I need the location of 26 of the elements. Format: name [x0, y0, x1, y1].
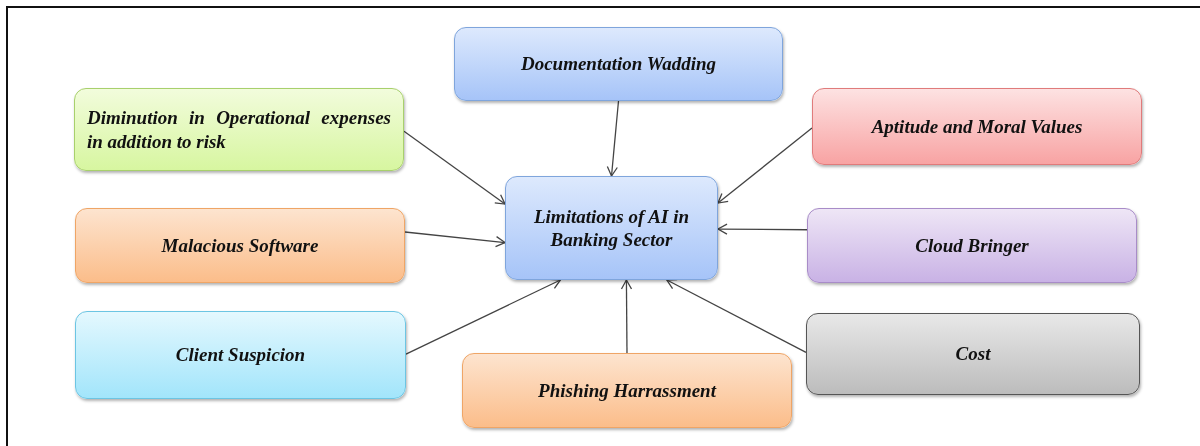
- box-label: Diminution in Operational expenses in addition to risk: [87, 106, 391, 153]
- rounded-box: [807, 208, 1137, 283]
- box-label: Documentation Wadding: [520, 52, 717, 76]
- arrow: [404, 231, 506, 248]
- rounded-box: [75, 311, 406, 399]
- box-label: Phishing Harrassment: [538, 378, 716, 403]
- rounded-box: [505, 176, 718, 280]
- box-label: Cloud Bringer: [915, 233, 1029, 258]
- box-label: Aptitude and Moral Values: [871, 114, 1083, 139]
- box-label: Limitations of AI in Banking Sector: [533, 204, 690, 252]
- arrow: [606, 100, 620, 177]
- arrow: [717, 127, 813, 204]
- rounded-box: [454, 27, 783, 101]
- arrow: [666, 279, 807, 353]
- arrow: [403, 130, 506, 205]
- rounded-box: [806, 313, 1140, 395]
- rounded-box: [812, 88, 1142, 165]
- box-label: Client Suspicion: [175, 343, 306, 367]
- arrow: [717, 223, 808, 235]
- rounded-box: [75, 208, 405, 283]
- rounded-box: [74, 88, 404, 171]
- arrow: [620, 279, 633, 354]
- arrow: [405, 278, 562, 355]
- box-label: Cost: [955, 342, 991, 366]
- box-label: Malacious Software: [161, 233, 319, 258]
- rounded-box: [462, 353, 792, 428]
